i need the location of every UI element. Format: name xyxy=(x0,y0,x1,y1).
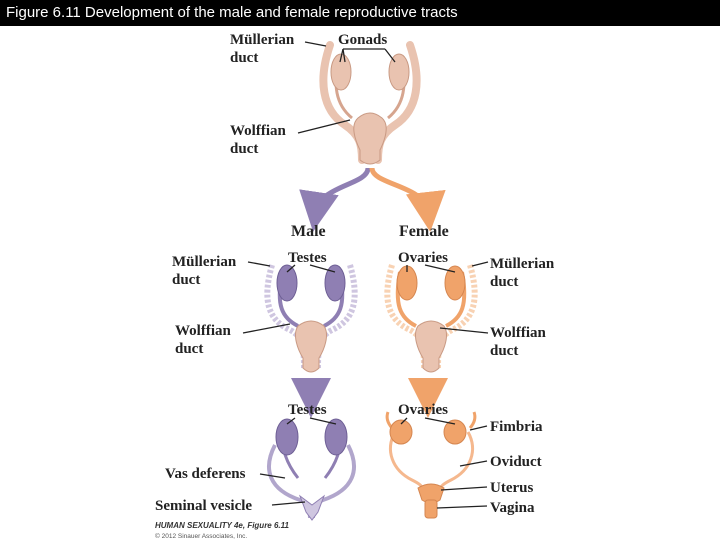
label-female: Female xyxy=(399,223,449,240)
gonad-right xyxy=(388,53,410,91)
label-ovaries-mid: Ovaries xyxy=(398,250,448,266)
label-wolffian-top: Wolffian xyxy=(230,123,286,139)
label-mullerian-right: Müllerian xyxy=(490,256,555,272)
label-mullerian-right-duct: duct xyxy=(490,274,518,290)
label-mullerian-top: Müllerian xyxy=(230,32,295,48)
label-testes-bottom: Testes xyxy=(288,402,327,418)
testis-right-adult xyxy=(324,418,348,456)
female-middle-tract xyxy=(384,264,478,373)
ovary-left-adult xyxy=(389,419,413,445)
label-wolffian-left-duct: duct xyxy=(175,341,203,357)
gonad-left xyxy=(330,53,352,91)
label-mullerian-top-duct: duct xyxy=(230,50,258,66)
female-branch-arrow xyxy=(369,167,446,232)
label-wolffian-top-duct: duct xyxy=(230,141,258,157)
male-middle-tract xyxy=(264,264,358,373)
female-adult-tract xyxy=(385,411,477,519)
figure-title: Figure 6.11 Development of the male and … xyxy=(0,0,720,26)
male-adult-tract xyxy=(267,418,356,521)
label-wolffian-right: Wolffian xyxy=(490,325,546,341)
testis-right-mid xyxy=(324,264,346,302)
label-fimbria: Fimbria xyxy=(490,419,543,435)
label-gonads: Gonads xyxy=(338,32,387,48)
male-branch-arrow xyxy=(299,167,371,232)
vagina-shape xyxy=(424,499,438,519)
ovary-right-mid xyxy=(444,265,466,301)
label-male: Male xyxy=(291,223,326,240)
label-mullerian-left: Müllerian xyxy=(172,254,237,270)
label-vas-deferens: Vas deferens xyxy=(165,466,246,482)
label-uterus: Uterus xyxy=(490,480,533,496)
indifferent-tract xyxy=(319,41,421,165)
testis-left-mid xyxy=(276,264,298,302)
label-oviduct: Oviduct xyxy=(490,454,542,470)
label-ovaries-bottom: Ovaries xyxy=(398,402,448,418)
label-mullerian-left-duct: duct xyxy=(172,272,200,288)
figure-credit: HUMAN SEXUALITY 4e, Figure 6.11 xyxy=(155,521,290,530)
label-wolffian-left: Wolffian xyxy=(175,323,231,339)
ovary-right-adult xyxy=(443,419,467,445)
label-seminal-vesicle: Seminal vesicle xyxy=(155,498,252,514)
testis-left-adult xyxy=(275,418,299,456)
label-vagina: Vagina xyxy=(490,500,535,516)
label-testes-mid: Testes xyxy=(288,250,327,266)
copyright: © 2012 Sinauer Associates, Inc. xyxy=(155,532,247,540)
label-wolffian-right-duct: duct xyxy=(490,343,518,359)
